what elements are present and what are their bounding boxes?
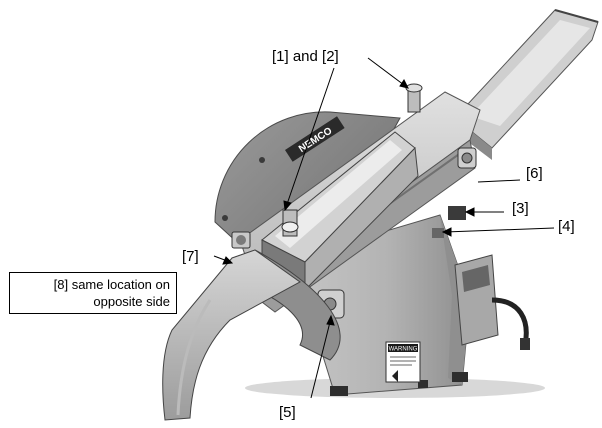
knob-7 — [231, 231, 251, 249]
leader-7-arrowhead — [222, 256, 234, 265]
note-line-1: [8] same location on — [53, 277, 170, 292]
callout-label-4: [4] — [558, 218, 575, 235]
warning-label-text: WARNING — [389, 347, 418, 353]
leader-3-arrowhead — [464, 207, 475, 217]
leader-1-2-b-arrowhead — [283, 200, 292, 212]
callout-label-1-2: [1] and [2] — [272, 48, 339, 65]
warning-label: WARNING — [385, 341, 421, 383]
leader-6 — [477, 179, 521, 183]
discharge-chute — [162, 249, 341, 421]
knob-1-2 — [281, 83, 423, 237]
knob-4 — [432, 228, 444, 238]
callout-label-5: [5] — [279, 404, 296, 421]
rear-feed-chute — [454, 9, 599, 160]
motor-box — [454, 254, 530, 350]
leader-1-2-b — [284, 67, 335, 211]
product-hopper — [261, 131, 419, 292]
callout-label-3: [3] — [512, 200, 529, 217]
leader-4 — [444, 227, 555, 233]
note-box: [8] same location on opposite side — [9, 272, 177, 314]
leader-1-2-a-arrowhead — [399, 79, 409, 89]
knob-6 — [457, 147, 477, 169]
note-line-2: opposite side — [93, 294, 170, 309]
callout-leaders — [213, 57, 555, 399]
leader-5 — [310, 317, 332, 399]
knob-3 — [448, 206, 466, 220]
leader-1-2-a — [367, 57, 409, 89]
callout-label-6: [6] — [526, 165, 543, 182]
callout-label-7: [7] — [182, 248, 199, 265]
leader-5-arrowhead — [326, 314, 335, 326]
leader-4-arrowhead — [441, 227, 452, 237]
